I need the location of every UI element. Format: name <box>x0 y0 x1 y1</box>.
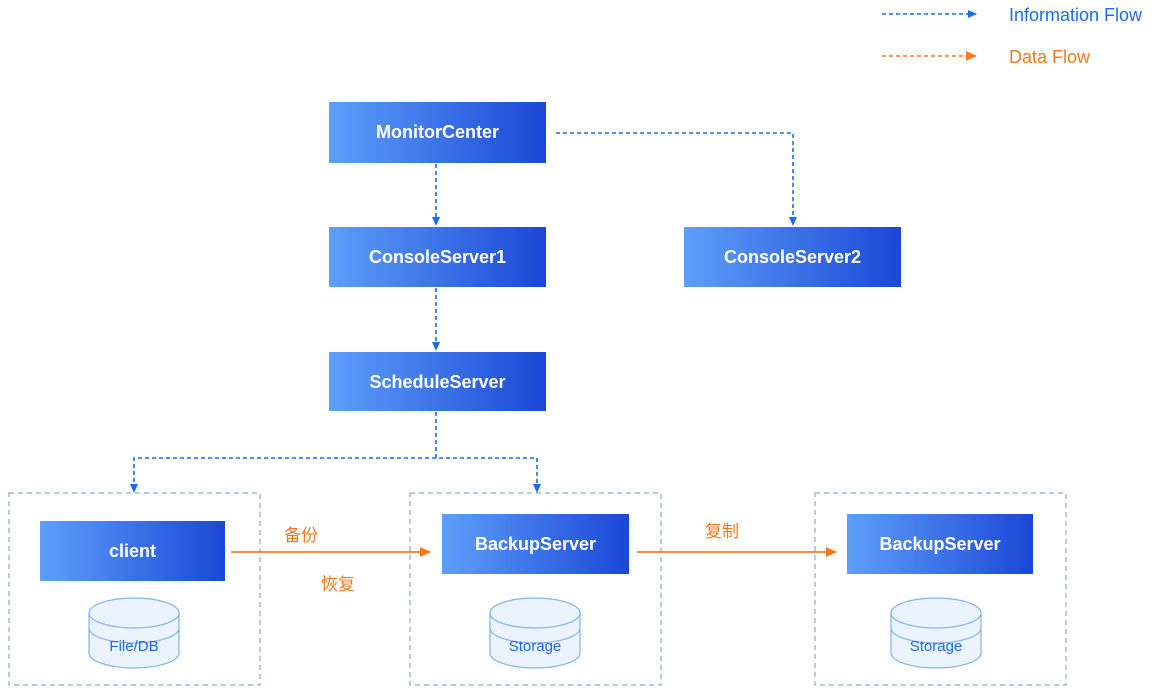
backup-server-2-label: BackupServer <box>879 534 1000 554</box>
node-console-server-2[interactable]: ConsoleServer2 <box>684 227 901 287</box>
client-database-cylinder: File/DB <box>88 597 180 669</box>
schedule-to-backup-branch-line <box>435 412 541 493</box>
monitor-center-label: MonitorCenter <box>376 122 499 142</box>
backup-server-1-group-box <box>409 492 662 686</box>
client-group-box <box>8 492 261 686</box>
backup-server-2-group-box <box>814 492 1067 686</box>
schedule-server-label: ScheduleServer <box>369 372 505 392</box>
backup-2-storage-label: Storage <box>910 638 963 655</box>
legend-data-label: Data Flow <box>1009 47 1091 67</box>
information-flow-connectors <box>130 132 797 493</box>
node-backup-server-1[interactable]: BackupServer <box>442 514 629 574</box>
legend-info-label: Information Flow <box>1009 5 1143 25</box>
console-server-1-label: ConsoleServer1 <box>369 247 506 267</box>
backup-flow-label: 备份 <box>284 526 318 546</box>
client-database-label: File/DB <box>109 638 158 655</box>
node-client[interactable]: client <box>40 521 225 581</box>
monitor-to-console2-line <box>556 132 797 226</box>
console-server-2-label: ConsoleServer2 <box>724 247 861 267</box>
backup-2-storage-cylinder: Storage <box>890 597 982 669</box>
restore-flow-label: 恢复 <box>321 575 355 595</box>
backup-1-storage-label: Storage <box>509 638 562 655</box>
replicate-flow-label: 复制 <box>705 522 739 542</box>
schedule-to-client-branch-line <box>130 457 436 493</box>
node-monitor-center[interactable]: MonitorCenter <box>329 102 546 163</box>
legend: Information Flow Data Flow <box>882 5 1143 67</box>
node-schedule-server[interactable]: ScheduleServer <box>329 352 546 411</box>
node-backup-server-2[interactable]: BackupServer <box>847 514 1033 574</box>
backup-1-storage-cylinder: Storage <box>489 597 581 669</box>
client-label: client <box>109 541 156 561</box>
node-console-server-1[interactable]: ConsoleServer1 <box>329 227 546 287</box>
backup-server-1-label: BackupServer <box>475 534 596 554</box>
